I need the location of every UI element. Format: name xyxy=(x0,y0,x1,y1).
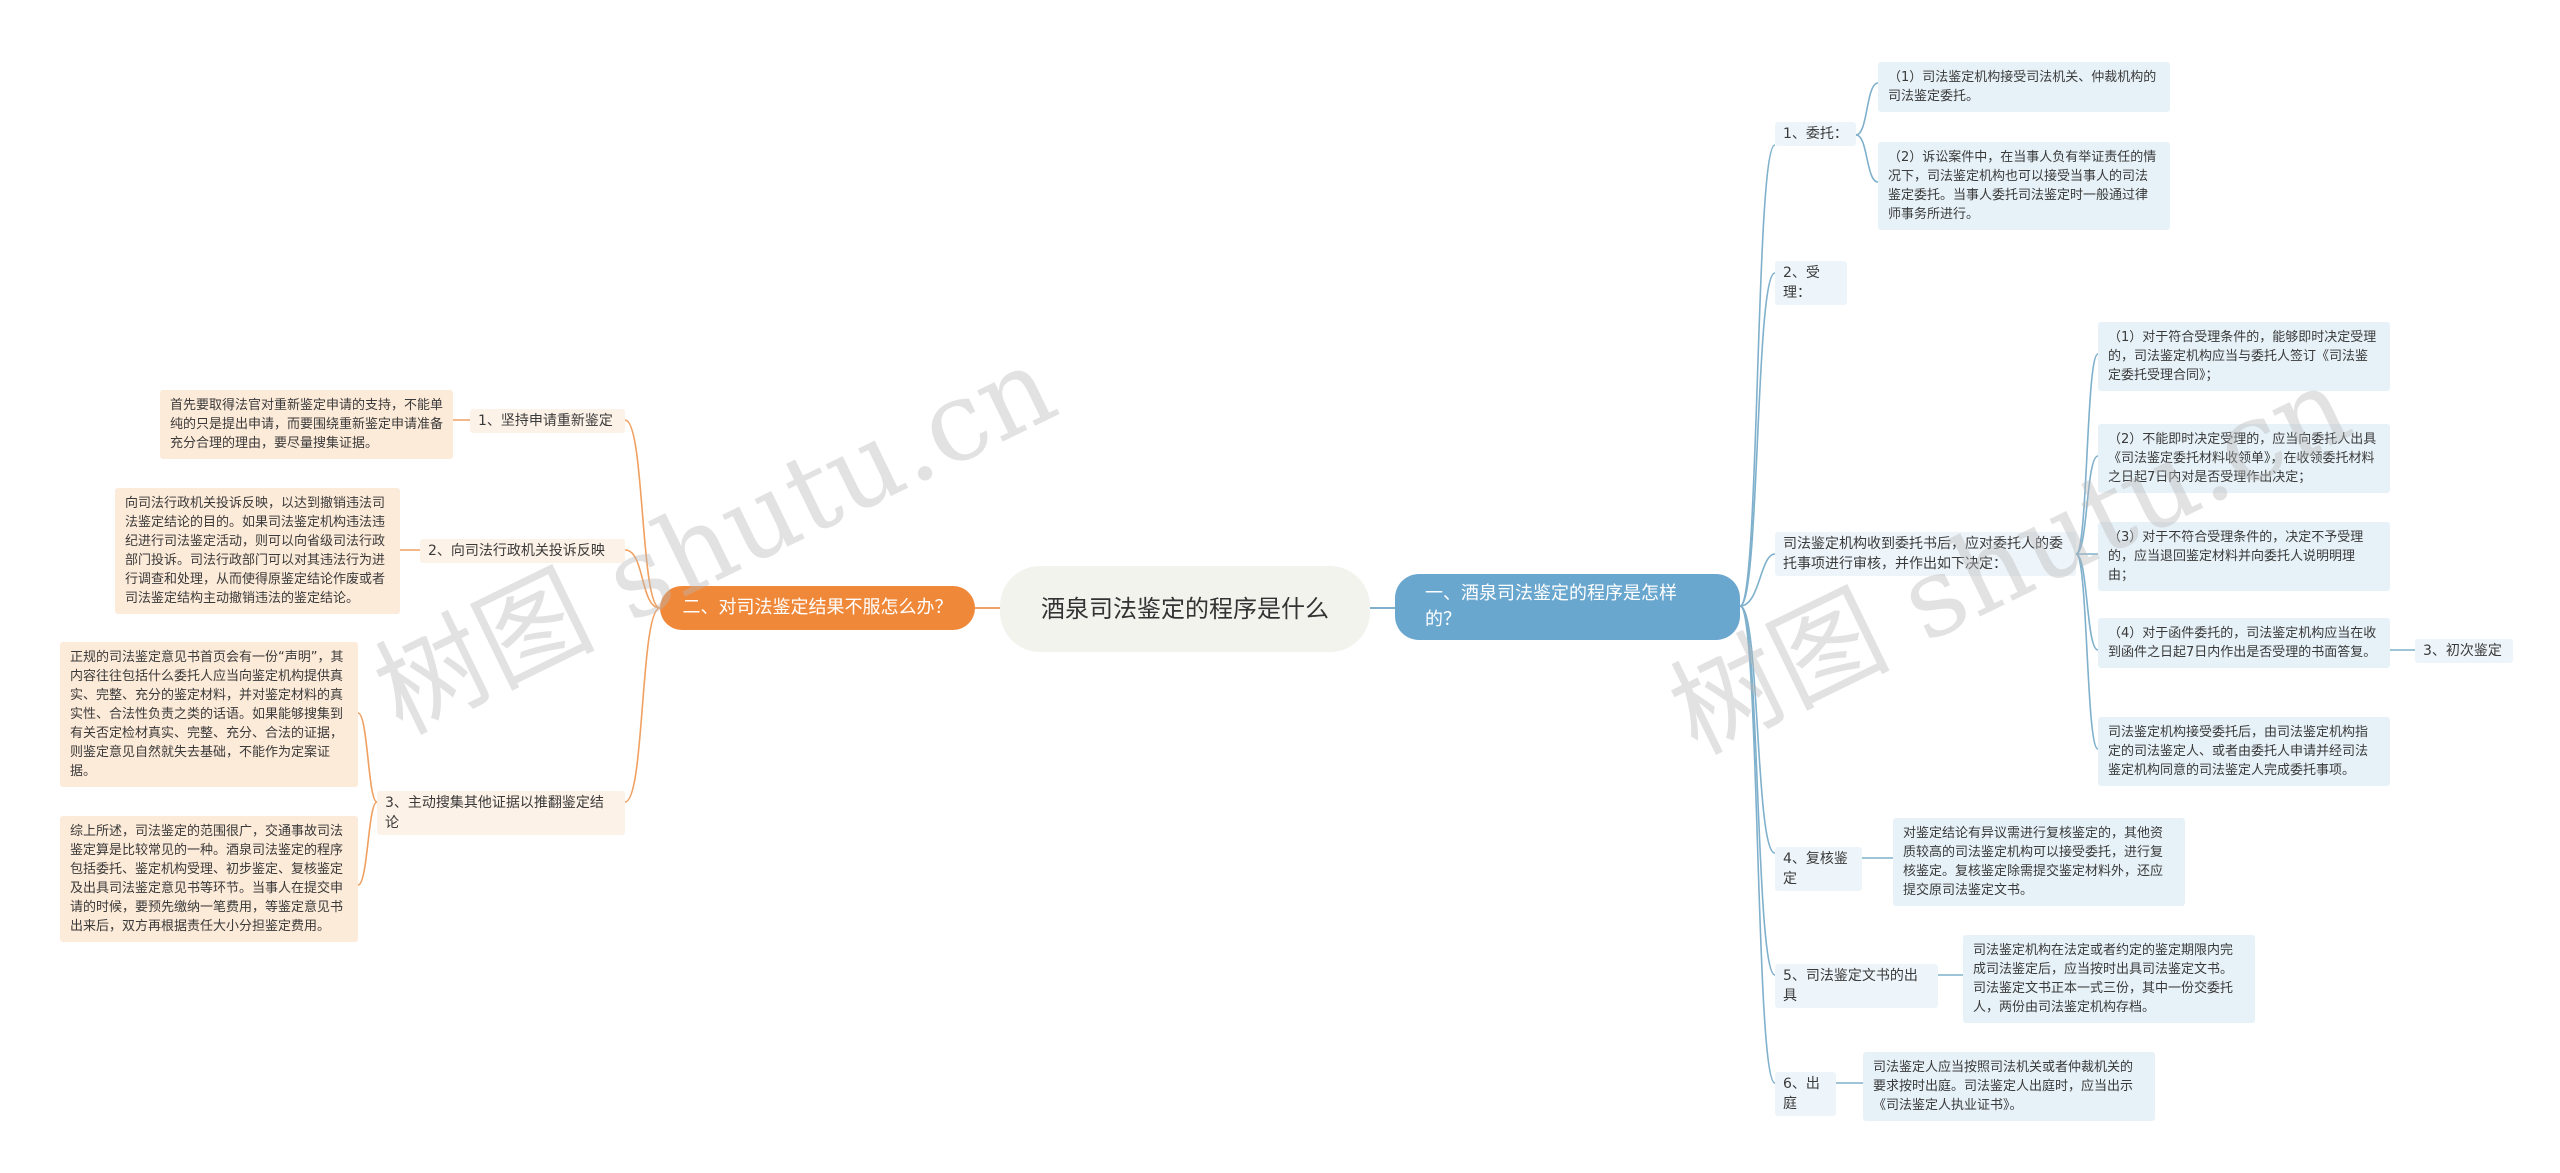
accept-item-4[interactable]: （4）对于函件委托的，司法鉴定机构应当在收到函件之日起7日内作出是否受理的书面答… xyxy=(2098,618,2390,668)
evidence-text[interactable]: 正规的司法鉴定意见书首页会有一份“声明”，其内容往往包括什么委托人应当向鉴定机构… xyxy=(60,642,358,787)
reappraisal-label[interactable]: 1、坚持申请重新鉴定 xyxy=(470,409,625,433)
evidence-label[interactable]: 3、主动搜集其他证据以推翻鉴定结论 xyxy=(377,791,625,835)
accept-item-5[interactable]: 司法鉴定机构接受委托后，由司法鉴定机构指定的司法鉴定人、或者由委托人申请并经司法… xyxy=(2098,717,2390,786)
complaint-label[interactable]: 2、向司法行政机关投诉反映 xyxy=(420,539,625,563)
reappraisal-text[interactable]: 首先要取得法官对重新鉴定申请的支持，不能单纯的只是提出申请，而要围绕重新鉴定申请… xyxy=(160,390,453,459)
root-topic[interactable]: 酒泉司法鉴定的程序是什么 xyxy=(1000,566,1370,652)
accept-label[interactable]: 2、受理： xyxy=(1775,261,1847,305)
entrust-item-2[interactable]: （2）诉讼案件中，在当事人负有举证责任的情况下，司法鉴定机构也可以接受当事人的司… xyxy=(1878,142,2170,230)
issue-label[interactable]: 5、司法鉴定文书的出具 xyxy=(1775,964,1938,1008)
complaint-text[interactable]: 向司法行政机关投诉反映，以达到撤销违法司法鉴定结论的目的。如果司法鉴定机构违法违… xyxy=(115,488,400,614)
accept-item-1[interactable]: （1）对于符合受理条件的，能够即时决定受理的，司法鉴定机构应当与委托人签订《司法… xyxy=(2098,322,2390,391)
review-label[interactable]: 4、复核鉴定 xyxy=(1775,847,1862,891)
accept-decision-label[interactable]: 司法鉴定机构收到委托书后，应对委托人的委托事项进行审核，并作出如下决定： xyxy=(1775,532,2076,576)
initial-appraisal-label[interactable]: 3、初次鉴定 xyxy=(2415,639,2513,663)
accept-item-2[interactable]: （2）不能即时决定受理的，应当向委托人出具《司法鉴定委托材料收领单》，在收领委托… xyxy=(2098,424,2390,493)
branch-procedure[interactable]: 一、酒泉司法鉴定的程序是怎样的？ xyxy=(1395,574,1740,640)
issue-text[interactable]: 司法鉴定机构在法定或者约定的鉴定期限内完成司法鉴定后，应当按时出具司法鉴定文书。… xyxy=(1963,935,2255,1023)
court-label[interactable]: 6、出庭 xyxy=(1775,1072,1836,1116)
review-text[interactable]: 对鉴定结论有异议需进行复核鉴定的，其他资质较高的司法鉴定机构可以接受委托，进行复… xyxy=(1893,818,2185,906)
court-text[interactable]: 司法鉴定人应当按照司法机关或者仲裁机关的要求按时出庭。司法鉴定人出庭时，应当出示… xyxy=(1863,1052,2155,1121)
summary-text[interactable]: 综上所述，司法鉴定的范围很广，交通事故司法鉴定算是比较常见的一种。酒泉司法鉴定的… xyxy=(60,816,358,942)
accept-item-3[interactable]: （3）对于不符合受理条件的，决定不予受理的，应当退回鉴定材料并向委托人说明明理由… xyxy=(2098,522,2390,591)
entrust-label[interactable]: 1、委托： xyxy=(1775,122,1856,146)
branch-dissatisfied[interactable]: 二、对司法鉴定结果不服怎么办？ xyxy=(660,586,975,630)
entrust-item-1[interactable]: （1）司法鉴定机构接受司法机关、仲裁机构的司法鉴定委托。 xyxy=(1878,62,2170,112)
